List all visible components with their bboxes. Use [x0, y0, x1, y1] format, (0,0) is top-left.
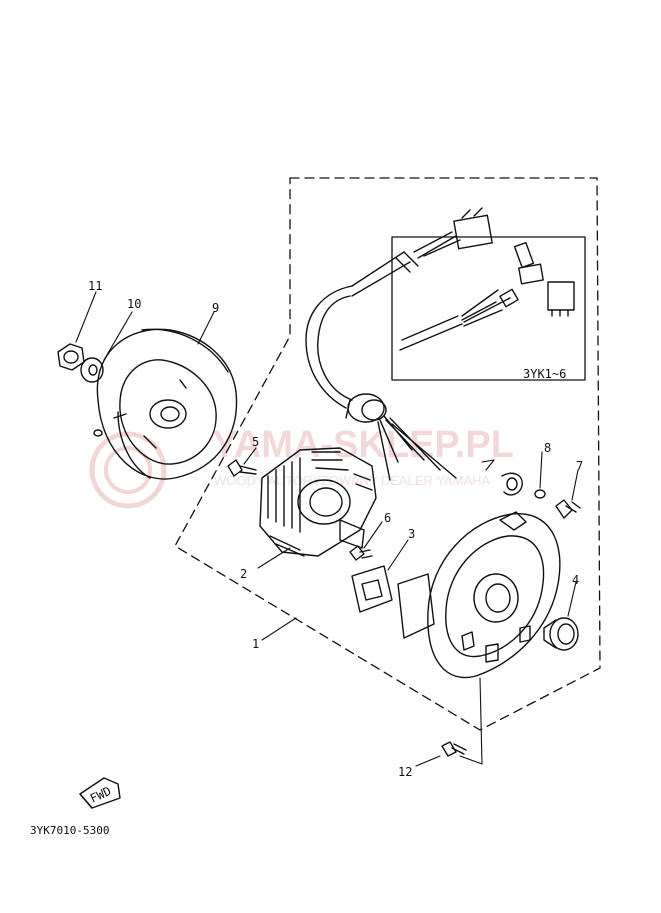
- wire-harness: [305, 207, 493, 481]
- label-5: 5: [252, 435, 259, 449]
- label-2: 2: [240, 567, 247, 581]
- variant-box: [391, 236, 586, 381]
- wire-clamp: [501, 472, 546, 499]
- stator-coil: [259, 447, 377, 557]
- flywheel-nut: [57, 343, 85, 371]
- label-11: 11: [88, 279, 102, 293]
- flywheel-washer: [80, 357, 104, 383]
- label-7: 7: [576, 459, 583, 473]
- label-12: 12: [398, 765, 412, 779]
- label-10: 10: [127, 297, 141, 311]
- screw-6: [349, 545, 373, 561]
- leader-lines: [75, 291, 579, 767]
- assembly-boundary: [174, 177, 601, 731]
- label-9: 9: [212, 301, 219, 315]
- screw-5: [227, 459, 257, 477]
- variant-box-label: 3YK1~6: [523, 367, 566, 381]
- oil-seal: [543, 617, 579, 651]
- variant-harness: [399, 241, 575, 351]
- label-1: 1: [252, 637, 259, 651]
- watermark-logo: [89, 431, 167, 509]
- label-3: 3: [408, 527, 415, 541]
- part-labels: 11 10 9 5 2 6 3 8 7 4 1 12: [88, 279, 583, 779]
- stator-base: [427, 511, 561, 679]
- watermark-text: YAMA-SKLEP.PL: [212, 424, 514, 466]
- flywheel-rotor: [93, 328, 238, 480]
- label-4: 4: [572, 573, 579, 587]
- fwd-arrow: FWD: [79, 777, 121, 809]
- label-8: 8: [544, 441, 551, 455]
- watermark: YAMA-SKLEP.PL WOODY AUTORYZOWANY DEALER …: [89, 424, 514, 509]
- pickup-coil: [351, 565, 435, 639]
- label-6: 6: [384, 511, 391, 525]
- screw-7: [555, 499, 581, 519]
- screw-12: [441, 741, 467, 757]
- drawing-code: 3YK7010-5300: [30, 824, 109, 837]
- watermark-subtext: WOODY AUTORYZOWANY DEALER YAMAHA: [214, 473, 491, 488]
